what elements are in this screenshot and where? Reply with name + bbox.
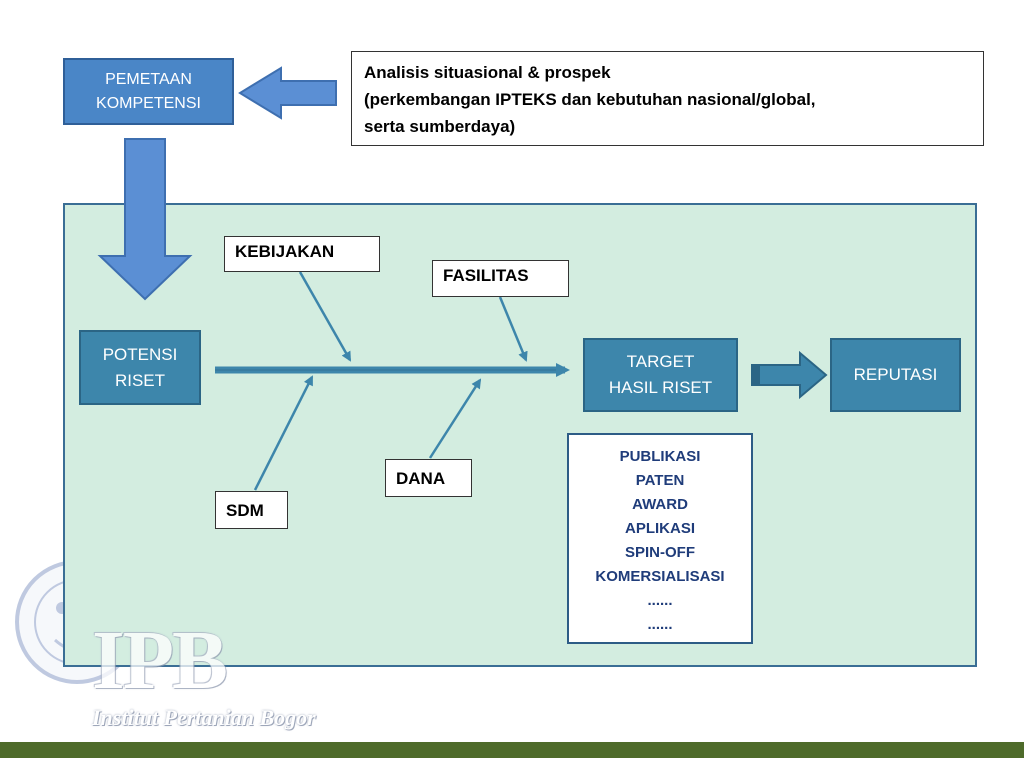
outcome-item: ...... <box>647 616 673 633</box>
outcome-item: KOMERSIALISASI <box>595 568 725 585</box>
sdm-bone <box>253 375 314 491</box>
outcome-item: APLIKASI <box>624 520 695 537</box>
target-line-2: HASIL RISET <box>608 378 713 397</box>
ipb-logo-letters: IPB <box>92 614 228 707</box>
sdm-label: SDM <box>215 491 288 529</box>
down-block-arrow <box>97 138 193 301</box>
target-hasil-riset-box: TARGET HASIL RISET <box>583 338 738 412</box>
spine-arrowhead <box>556 363 570 377</box>
dana-label: DANA <box>385 459 472 497</box>
outcome-list-box: PUBLIKASI PATEN AWARD APLIKASI SPIN-OFF … <box>567 433 753 644</box>
kebijakan-label: KEBIJAKAN <box>224 236 380 272</box>
outcome-item: ...... <box>647 592 673 609</box>
target-line-1: TARGET <box>626 352 695 371</box>
situational-analysis-box: Analisis situasional & prospek (perkemba… <box>351 51 984 146</box>
outcome-item: PATEN <box>635 472 685 489</box>
reputasi-label: REPUTASI <box>853 365 938 384</box>
info-line-1: Analisis situasional & prospek <box>364 63 611 82</box>
potensi-line-1: POTENSI <box>102 344 178 364</box>
outcome-item: AWARD <box>632 496 688 513</box>
info-line-3: serta sumberdaya) <box>364 117 516 136</box>
outcome-item: PUBLIKASI <box>619 448 701 465</box>
ipb-logo-subtitle: Institut Pertanian Bogor <box>92 705 316 730</box>
potensi-riset-box: POTENSI RISET <box>79 330 201 405</box>
fasilitas-label: FASILITAS <box>432 260 569 297</box>
dana-bone <box>428 378 482 459</box>
potensi-line-2: RISET <box>114 370 166 390</box>
outcome-item: SPIN-OFF <box>625 544 695 561</box>
pemetaan-line-2: KOMPETENSI <box>96 94 201 112</box>
footer-bar <box>0 742 1024 758</box>
pemetaan-line-1: PEMETAAN <box>105 70 192 88</box>
info-line-2: (perkembangan IPTEKS dan kebutuhan nasio… <box>364 90 816 109</box>
fasilitas-bone <box>498 296 528 362</box>
right-block-arrow <box>751 350 828 400</box>
kebijakan-bone <box>298 271 352 362</box>
pemetaan-kompetensi-box: PEMETAAN KOMPETENSI <box>63 58 234 125</box>
left-block-arrow <box>238 66 337 120</box>
reputasi-box: REPUTASI <box>830 338 961 412</box>
